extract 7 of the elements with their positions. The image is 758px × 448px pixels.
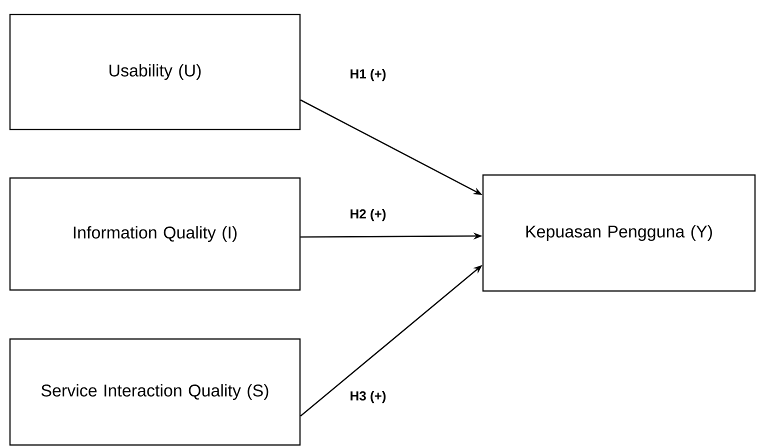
- edge-label: H3 (+): [350, 390, 386, 404]
- variable-box: Service Interaction Quality (S): [9, 338, 301, 446]
- variable-box: Kepuasan Pengguna (Y): [482, 174, 756, 292]
- edge-label: H1 (+): [350, 68, 386, 82]
- variable-box: Information Quality (I): [9, 177, 301, 291]
- edge-label: H2 (+): [350, 208, 386, 222]
- variable-box: Usability (U): [9, 14, 301, 130]
